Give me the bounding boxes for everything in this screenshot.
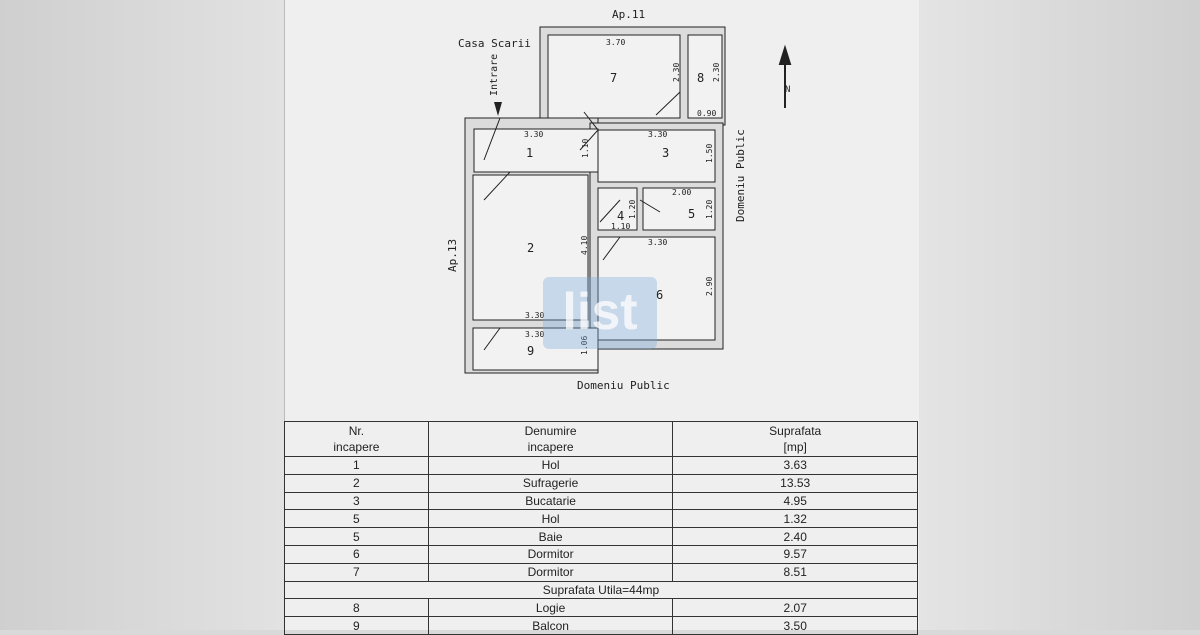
north-label: N [785, 85, 790, 95]
compass-north-arrow [778, 44, 792, 108]
room-3 [597, 129, 716, 183]
header-denumire: Denumire incapere [427, 421, 674, 457]
header-suprafata: Suprafata [mp] [672, 421, 918, 457]
dimension: 2.30 [712, 63, 721, 82]
label-domeniu-public-right: Domeniu Public [734, 129, 747, 222]
dimension: 3.30 [524, 130, 543, 139]
label-domeniu-public-bottom: Domeniu Public [577, 379, 670, 392]
dimension: 3.30 [648, 130, 667, 139]
cell-area: 2.07 [672, 598, 918, 618]
room-6 [597, 236, 716, 341]
cell-nr: 9 [284, 616, 429, 635]
dimension: 3.30 [525, 311, 544, 320]
cell-name: Baie [427, 527, 674, 546]
cell-area: 3.63 [672, 456, 918, 475]
room-number: 2 [527, 241, 534, 255]
dimension: 4.10 [580, 236, 589, 255]
watermark-logo: list [543, 277, 657, 349]
room-2 [472, 174, 589, 321]
summary-useful-area: Suprafata Utila=44mp [284, 580, 918, 600]
room-number: 3 [662, 146, 669, 160]
cell-name: Hol [427, 509, 674, 529]
header-denumire-line-2: incapere [527, 440, 574, 454]
dimension: 1.50 [705, 144, 714, 163]
room-number: 7 [610, 71, 617, 85]
blurred-background-left [0, 0, 284, 630]
dimension: 3.30 [525, 330, 544, 339]
cell-name: Dormitor [427, 562, 674, 582]
dimension: 1.06 [580, 336, 589, 355]
dimension: 1.10 [581, 139, 590, 158]
cell-area: 2.40 [672, 527, 918, 546]
cell-area: 8.51 [672, 562, 918, 582]
cell-nr: 3 [284, 491, 429, 511]
dimension: 0.90 [697, 109, 716, 118]
rooms-table: Nr. incapere Denumire incapere Suprafata [m… [284, 421, 918, 635]
dimension: 2.30 [672, 63, 681, 82]
room-9 [472, 327, 599, 371]
label-casa-scarii: Casa Scarii [458, 37, 531, 50]
summary-row: Suprafata Utila=44mp [284, 580, 918, 600]
dimension: 3.30 [648, 238, 667, 247]
room-7 [547, 34, 681, 119]
cell-area: 9.57 [672, 544, 918, 564]
cell-name: Bucatarie [427, 491, 674, 511]
cell-name: Balcon [427, 616, 674, 635]
label-intrare: Intrare [489, 54, 500, 96]
room-number: 9 [527, 344, 534, 358]
label-ap13: Ap.13 [446, 239, 459, 272]
cell-area: 1.32 [672, 509, 918, 529]
cell-nr: 5 [284, 527, 429, 546]
cell-nr: 2 [284, 473, 429, 493]
room-8 [687, 34, 723, 119]
cell-name: Logie [427, 598, 674, 618]
door-swings [483, 91, 681, 351]
cell-nr: 7 [284, 562, 429, 582]
cell-area: 4.95 [672, 491, 918, 511]
room-number: 1 [526, 146, 533, 160]
cell-nr: 6 [284, 544, 429, 564]
room-number: 8 [697, 71, 704, 85]
cell-name: Dormitor [427, 544, 674, 564]
cell-nr: 8 [284, 598, 429, 618]
dimension: 1.20 [705, 200, 714, 219]
dimension: 1.20 [628, 200, 637, 219]
table-header-row: Nr. incapere Denumire incapere Suprafata [m… [284, 421, 918, 457]
dimension: 3.70 [606, 38, 625, 47]
label-ap11: Ap.11 [612, 8, 645, 21]
header-nr: Nr. incapere [284, 421, 429, 457]
room-1 [473, 128, 599, 173]
header-suprafata-line-2: [mp] [783, 440, 807, 454]
cell-name: Sufragerie [427, 473, 674, 493]
blurred-background-right [918, 0, 1200, 630]
dimension: 2.00 [672, 188, 691, 197]
cell-nr: 1 [284, 456, 429, 475]
cell-area: 3.50 [672, 616, 918, 635]
room-4 [597, 187, 638, 231]
cell-area: 13.53 [672, 473, 918, 493]
room-number: 5 [688, 207, 695, 221]
header-nr-line-1: Nr. [348, 424, 365, 438]
dimension: 1.10 [611, 222, 630, 231]
room-5 [642, 187, 716, 231]
entry-arrow-icon [494, 102, 502, 116]
header-nr-line-2: incapere [333, 440, 380, 454]
dimension: 2.90 [705, 277, 714, 296]
header-denumire-line-1: Denumire [524, 424, 577, 438]
header-suprafata-line-1: Suprafata [769, 424, 822, 438]
room-number: 4 [617, 209, 624, 223]
cell-nr: 5 [284, 509, 429, 529]
room-number: 6 [656, 288, 663, 302]
cell-name: Hol [427, 456, 674, 475]
